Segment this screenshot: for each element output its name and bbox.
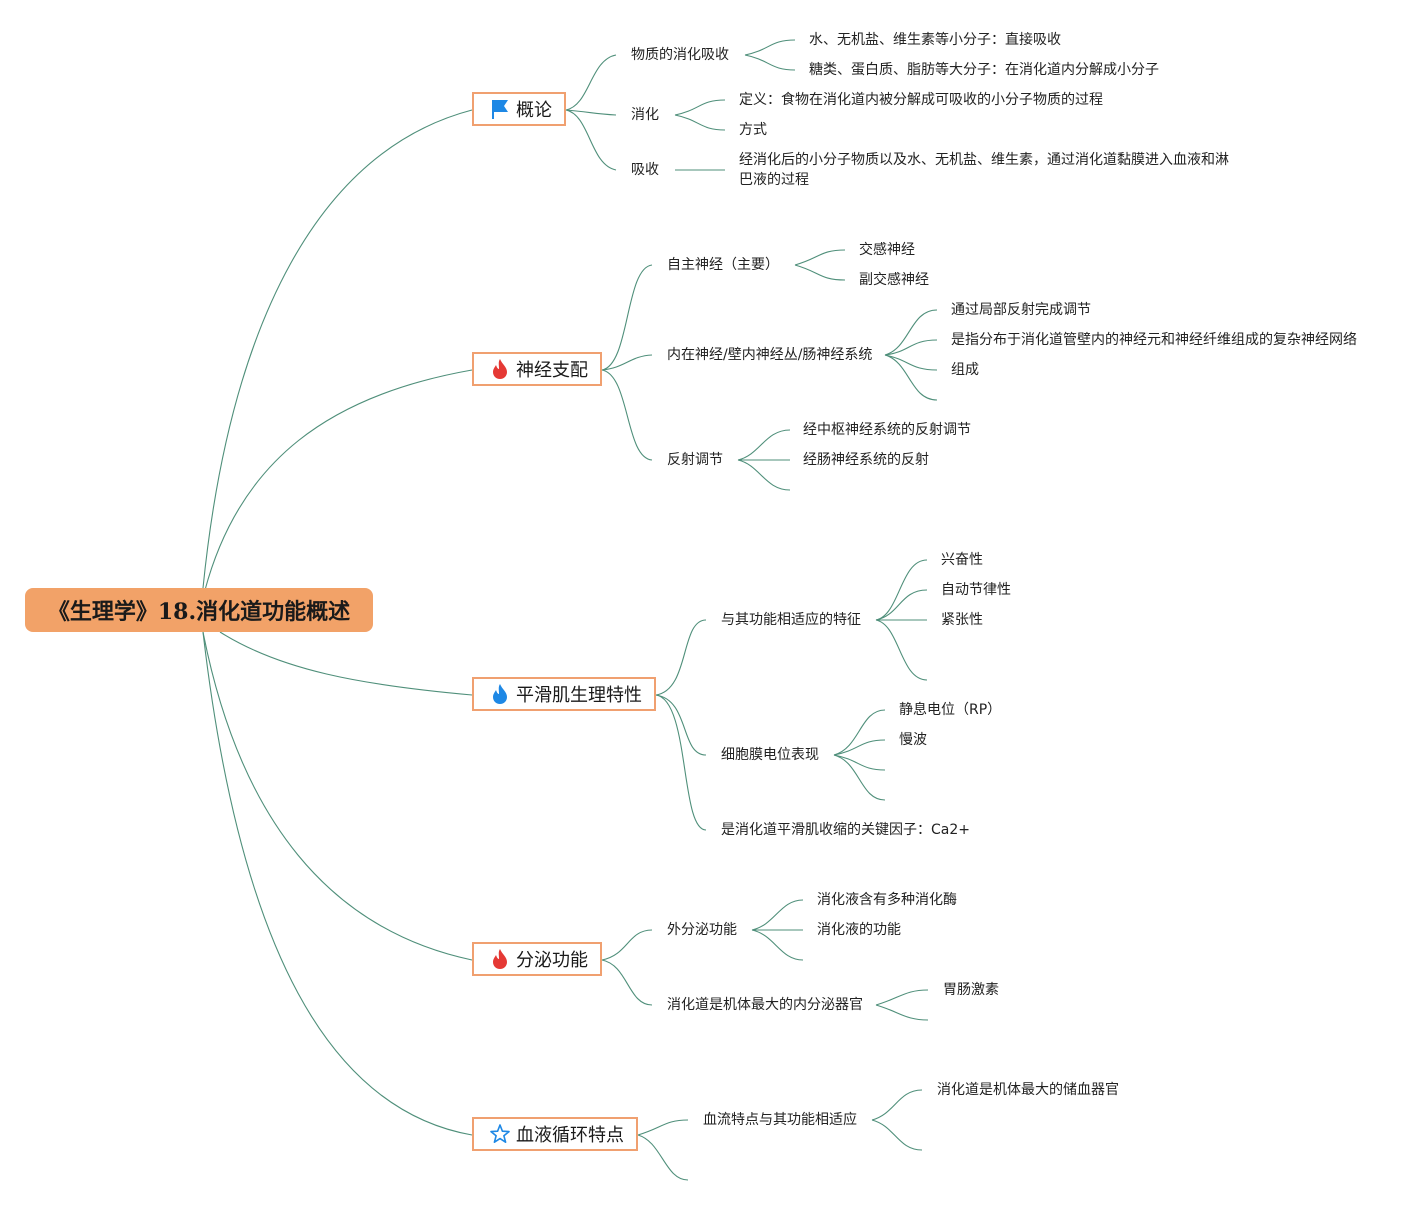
subtopic[interactable]: 消化道是机体最大的内分泌器官 bbox=[667, 997, 863, 1013]
leaf-topic[interactable]: 静息电位（RP） bbox=[899, 702, 1002, 718]
subtopic[interactable]: 物质的消化吸收 bbox=[631, 47, 729, 63]
subtopic[interactable]: 细胞膜电位表现 bbox=[721, 747, 819, 763]
branch-innervation[interactable]: 神经支配 bbox=[472, 352, 602, 386]
connector-root-b4 bbox=[202, 631, 473, 1136]
connector-root-b1 bbox=[204, 369, 473, 591]
leaf-topic[interactable]: 通过局部反射完成调节 bbox=[951, 302, 1091, 318]
flag-icon bbox=[490, 98, 510, 120]
leaf-topic[interactable]: 消化液含有多种消化酶 bbox=[817, 892, 957, 908]
subtopic[interactable]: 反射调节 bbox=[667, 452, 723, 468]
branch-label: 分泌功能 bbox=[516, 950, 588, 971]
leaf-topic[interactable]: 消化液的功能 bbox=[817, 922, 901, 938]
connector-root-b0 bbox=[202, 109, 473, 589]
leaf-topic[interactable]: 经消化后的小分子物质以及水、无机盐、维生素，通过消化道黏膜进入血液和淋巴液的过程 bbox=[739, 152, 1229, 188]
leaf-topic[interactable]: 紧张性 bbox=[941, 612, 983, 628]
branch-label: 概论 bbox=[516, 100, 552, 121]
leaf-topic[interactable]: 副交感神经 bbox=[859, 272, 929, 288]
subtopic[interactable]: 与其功能相适应的特征 bbox=[721, 612, 861, 628]
branch-overview[interactable]: 概论 bbox=[472, 92, 566, 126]
connector-root-b2 bbox=[219, 631, 473, 696]
subtopic[interactable]: 自主神经（主要） bbox=[667, 257, 779, 273]
subtopic[interactable]: 消化 bbox=[631, 107, 659, 123]
fire-icon bbox=[490, 358, 510, 380]
leaf-topic[interactable]: 定义：食物在消化道内被分解成可吸收的小分子物质的过程 bbox=[739, 92, 1103, 108]
subtopic[interactable]: 吸收 bbox=[631, 162, 659, 178]
leaf-topic[interactable]: 自动节律性 bbox=[941, 582, 1011, 598]
leaf-topic[interactable]: 是指分布于消化道管壁内的神经元和神经纤维组成的复杂神经网络 bbox=[951, 332, 1357, 348]
subtopic[interactable]: 内在神经/壁内神经丛/肠神经系统 bbox=[667, 347, 873, 363]
leaf-topic[interactable]: 消化道是机体最大的储血器官 bbox=[937, 1082, 1119, 1098]
leaf-topic[interactable]: 胃肠激素 bbox=[943, 982, 999, 998]
leaf-topic[interactable]: 经肠神经系统的反射 bbox=[803, 452, 929, 468]
branch-label: 神经支配 bbox=[516, 360, 588, 381]
leaf-topic[interactable]: 兴奋性 bbox=[941, 552, 983, 568]
subtopic[interactable]: 血流特点与其功能相适应 bbox=[703, 1112, 857, 1128]
leaf-topic[interactable]: 慢波 bbox=[899, 732, 927, 748]
leaf-topic[interactable]: 交感神经 bbox=[859, 242, 915, 258]
leaf-topic[interactable]: 经中枢神经系统的反射调节 bbox=[803, 422, 971, 438]
branch-label: 血液循环特点 bbox=[516, 1125, 624, 1146]
fire-icon bbox=[490, 948, 510, 970]
subtopic[interactable]: 是消化道平滑肌收缩的关键因子：Ca2+ bbox=[721, 822, 970, 838]
fire-icon bbox=[490, 683, 510, 705]
leaf-topic[interactable]: 水、无机盐、维生素等小分子：直接吸收 bbox=[809, 32, 1061, 48]
connector-root-b3 bbox=[202, 631, 473, 961]
branch-smooth-muscle[interactable]: 平滑肌生理特性 bbox=[472, 677, 656, 711]
branch-label: 平滑肌生理特性 bbox=[516, 685, 642, 706]
branch-secretion[interactable]: 分泌功能 bbox=[472, 942, 602, 976]
star-icon bbox=[490, 1123, 510, 1145]
leaf-topic[interactable]: 糖类、蛋白质、脂肪等大分子：在消化道内分解成小分子 bbox=[809, 62, 1159, 78]
leaf-topic[interactable]: 组成 bbox=[951, 362, 979, 378]
root-title: 《生理学》18.消化道功能概述 bbox=[47, 599, 351, 625]
subtopic[interactable]: 外分泌功能 bbox=[667, 922, 737, 938]
root-topic[interactable]: 《生理学》18.消化道功能概述 bbox=[25, 588, 373, 632]
branch-blood-circulation[interactable]: 血液循环特点 bbox=[472, 1117, 638, 1151]
leaf-topic[interactable]: 方式 bbox=[739, 122, 767, 138]
